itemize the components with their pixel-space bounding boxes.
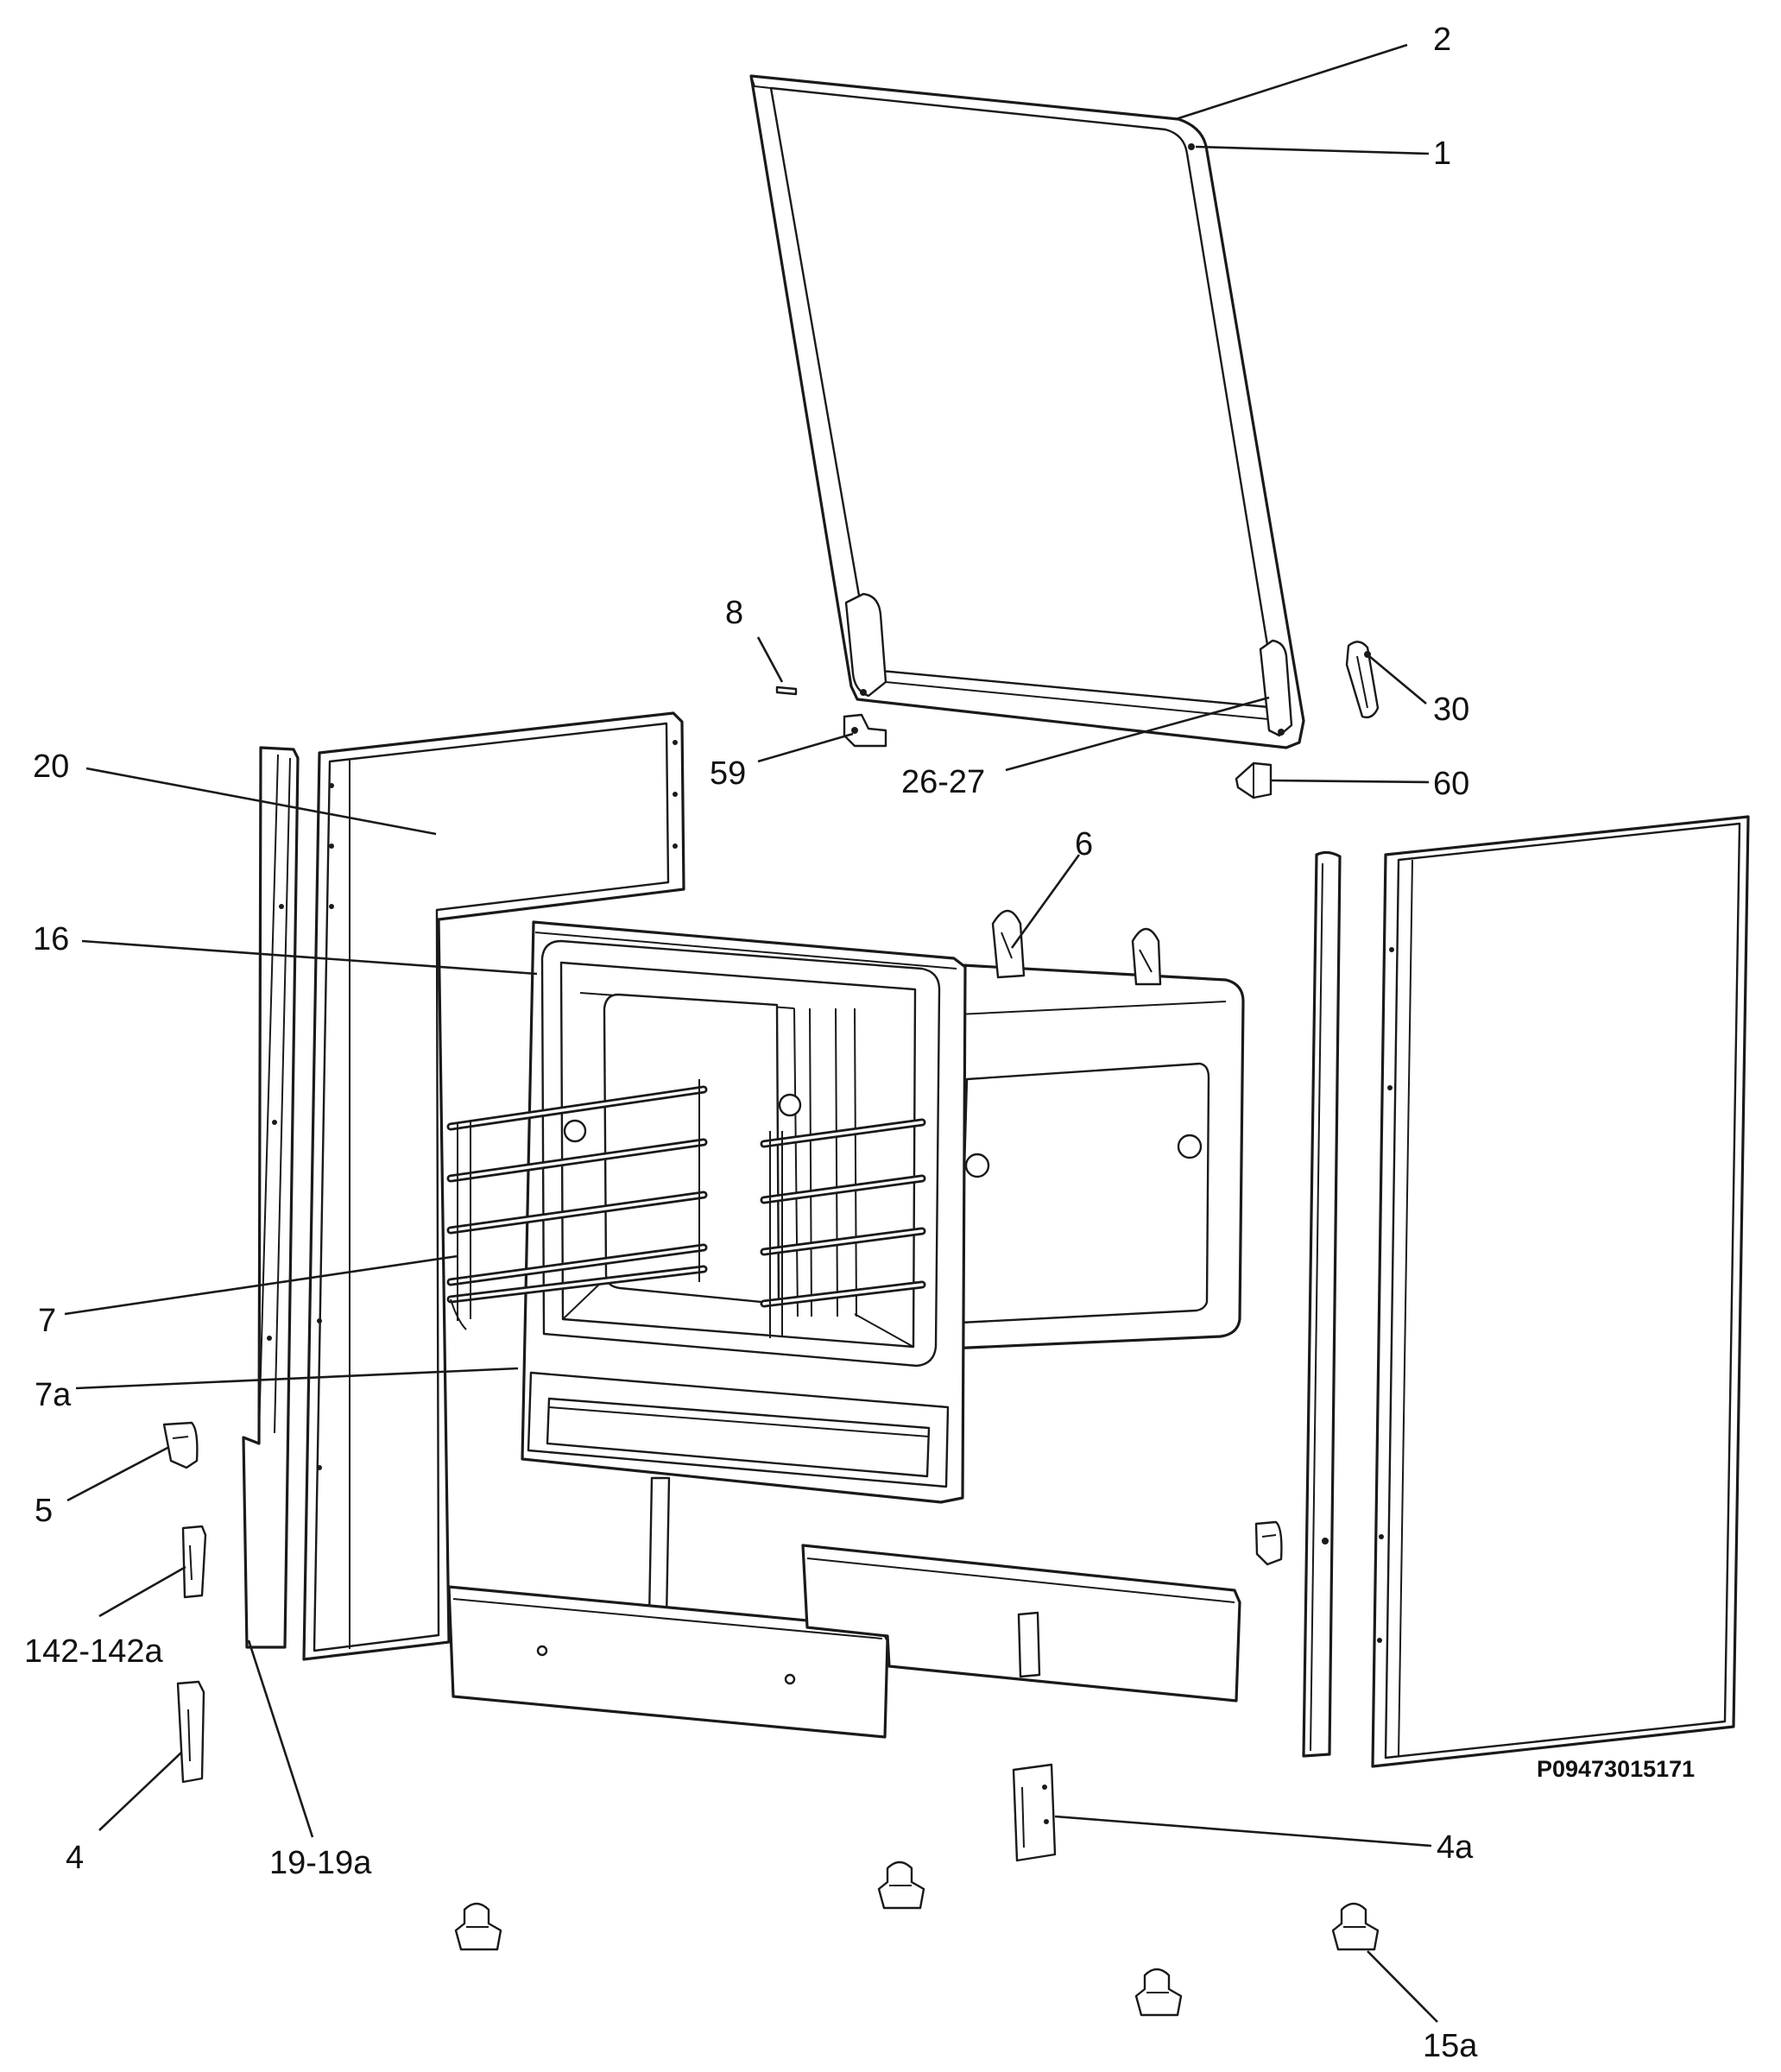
clip-right <box>1254 1520 1283 1566</box>
callout-4a: 4a <box>1437 1829 1474 1866</box>
callout-7: 7 <box>38 1303 56 1339</box>
rear-bottom-plinth <box>801 1544 1241 1702</box>
callout-labels: 2 1 8 30 59 26-27 60 20 6 16 7 7a 5 142-… <box>24 22 1695 2064</box>
bracket-part-142 <box>181 1525 207 1599</box>
clip-part-5 <box>162 1421 199 1469</box>
document-code: P09473015171 <box>1537 1756 1695 1782</box>
left-shelf-rack <box>446 1079 708 1330</box>
foot-1 <box>454 1902 502 1951</box>
callout-20: 20 <box>33 749 69 785</box>
oven-cavity <box>521 909 1245 1620</box>
foot-3 <box>1134 1968 1183 2017</box>
callout-142-142a: 142-142a <box>24 1633 163 1670</box>
right-front-rail <box>1302 850 1342 1758</box>
foot-2 <box>877 1860 925 1910</box>
callout-7a: 7a <box>35 1377 72 1413</box>
leader-lines <box>64 43 1438 2023</box>
right-side-panel <box>1371 815 1750 1768</box>
callout-30: 30 <box>1433 692 1469 728</box>
callout-15a: 15a <box>1423 2028 1478 2064</box>
callout-8: 8 <box>725 595 743 631</box>
hinge-part-60 <box>1235 761 1273 799</box>
left-side-panel <box>302 711 685 1661</box>
screw-part-8 <box>775 685 798 696</box>
callout-1: 1 <box>1433 136 1451 172</box>
hinge-part-4 <box>176 1680 205 1784</box>
callout-26-27: 26-27 <box>901 764 985 800</box>
callout-5: 5 <box>35 1493 53 1529</box>
callout-2: 2 <box>1433 22 1451 58</box>
foot-4 <box>1331 1902 1380 1951</box>
left-front-rail <box>242 746 300 1649</box>
callout-59: 59 <box>710 755 746 792</box>
right-shelf-rack <box>760 1118 926 1338</box>
lid-frame <box>749 74 1305 749</box>
callout-16: 16 <box>33 921 69 957</box>
hinge-part-59 <box>843 713 887 748</box>
callout-6: 6 <box>1075 826 1093 862</box>
callout-60: 60 <box>1433 766 1469 802</box>
hinge-part-4a <box>1012 1763 1057 1862</box>
callout-19-19a: 19-19a <box>269 1845 372 1881</box>
callout-4: 4 <box>66 1840 84 1876</box>
bracket-part-30 <box>1345 641 1380 719</box>
